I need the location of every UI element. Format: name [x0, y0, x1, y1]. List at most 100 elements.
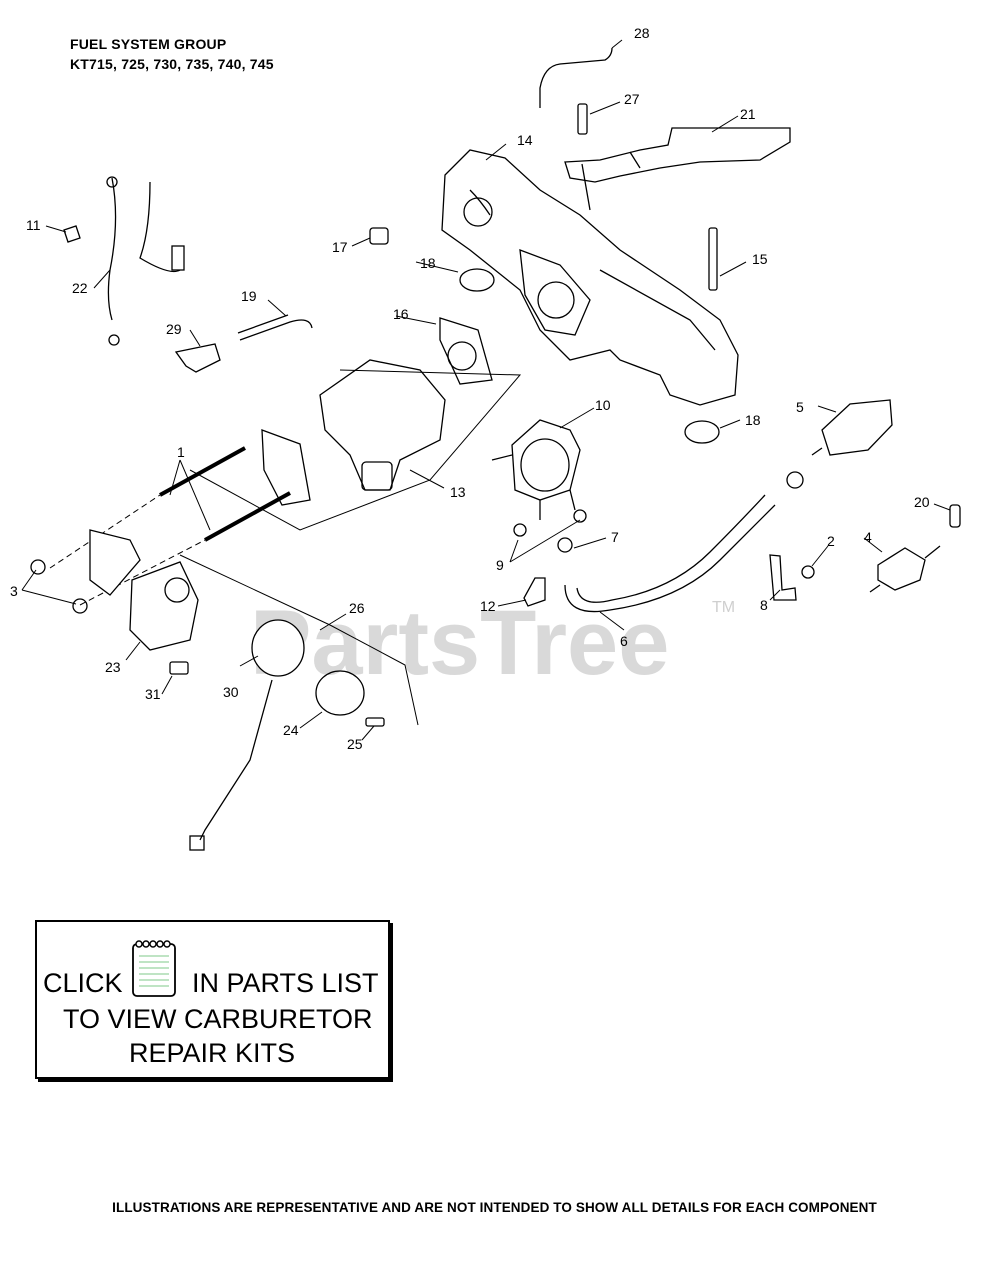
part-carb-gasket — [261, 429, 311, 506]
part-12-elbow — [523, 577, 546, 607]
callout-12: 12 — [480, 598, 496, 614]
callout-13: 13 — [450, 484, 466, 500]
callout-14: 14 — [517, 132, 533, 148]
callout-31: 31 — [145, 686, 161, 702]
part-30-wire — [199, 679, 273, 841]
part-3-nut-lower — [72, 598, 88, 614]
part-17-spacer — [369, 227, 389, 245]
part-3-nut-upper — [30, 559, 46, 575]
callout-28: 28 — [634, 25, 650, 41]
part-2-screw — [801, 565, 815, 579]
callout-27: 27 — [624, 91, 640, 107]
part-26-group-outline — [179, 554, 419, 726]
watermark-tm: TM — [712, 599, 735, 616]
notice-in-parts-list: IN PARTS LIST — [192, 968, 379, 998]
notice-click: CLICK — [43, 968, 123, 998]
callout-10: 10 — [595, 397, 611, 413]
part-4-stems — [869, 545, 941, 593]
part-14-manifold — [441, 149, 739, 406]
callout-29: 29 — [166, 321, 182, 337]
callout-19: 19 — [241, 288, 257, 304]
callout-22: 22 — [72, 280, 88, 296]
part-10-pump-face — [520, 438, 570, 492]
callout-21: 21 — [740, 106, 756, 122]
callout-11: 11 — [26, 217, 41, 233]
part-11-screw — [63, 225, 81, 243]
title-line-1: FUEL SYSTEM GROUP — [70, 36, 227, 52]
part-29-fitting — [174, 343, 221, 373]
callout-25: 25 — [347, 736, 363, 752]
callout-1: 1 — [177, 444, 185, 460]
part-5-stem — [811, 447, 823, 456]
disclaimer-footer: ILLUSTRATIONS ARE REPRESENTATIVE AND ARE… — [112, 1200, 877, 1215]
part-30-connector — [189, 835, 205, 851]
callout-20: 20 — [914, 494, 930, 510]
part-1-dashed — [49, 494, 206, 606]
callout-2: 2 — [827, 533, 835, 549]
part-30-solenoid — [251, 619, 305, 677]
callout-17: 17 — [332, 239, 348, 255]
callout-18-upper: 18 — [420, 255, 436, 271]
part-31-bolt — [169, 661, 189, 675]
callout-6: 6 — [620, 633, 628, 649]
part-27-screw — [577, 103, 588, 135]
diagram-title: FUEL SYSTEM GROUP KT715, 725, 730, 735, … — [70, 34, 274, 74]
carburetor-kits-notice: CLICK IN PARTS LIST TO VIEW CARBURETOR R… — [35, 920, 390, 1079]
part-bracket — [89, 529, 141, 596]
notice-line-3: REPAIR KITS — [129, 1038, 296, 1068]
part-15-bolt — [708, 227, 718, 291]
part-13-bowl — [361, 461, 393, 491]
part-clamp — [786, 471, 804, 489]
part-5-filter — [821, 399, 893, 456]
part-10-lines — [491, 454, 576, 520]
part-14-port — [463, 197, 493, 227]
callout-4: 4 — [864, 529, 872, 545]
callout-26: 26 — [349, 600, 365, 616]
part-22-harness — [107, 177, 181, 321]
callout-18-lower: 18 — [745, 412, 761, 428]
part-9-screw-a — [513, 523, 527, 537]
part-10-pump — [511, 419, 581, 501]
part-18-gasket-lower — [684, 420, 720, 444]
part-8-clip — [769, 554, 797, 601]
part-16-gasket — [439, 317, 493, 385]
part-24-gasket — [315, 670, 365, 716]
part-25-screw — [365, 717, 385, 727]
notice-line-2: TO VIEW CARBURETOR — [63, 1004, 373, 1034]
callout-30: 30 — [223, 684, 239, 700]
callout-5: 5 — [796, 399, 804, 415]
part-drawings — [30, 47, 961, 851]
part-20-fitting — [949, 504, 961, 528]
part-4-filter — [877, 547, 926, 591]
part-16-hole — [447, 341, 477, 371]
callout-16: 16 — [393, 306, 409, 322]
part-14-port-2 — [537, 281, 575, 319]
part-7-clamp — [557, 537, 573, 553]
leader-lines — [21, 39, 951, 741]
part-6-hose — [564, 494, 776, 613]
part-1-stud-lower — [204, 491, 291, 542]
part-22-terminal-bottom — [108, 334, 120, 346]
callout-8: 8 — [760, 597, 768, 613]
part-9-screw-b — [573, 509, 587, 523]
callout-3: 3 — [10, 583, 18, 599]
part-23-bracket — [129, 561, 199, 651]
part-19-hose — [237, 314, 313, 341]
title-line-2: KT715, 725, 730, 735, 740, 745 — [70, 56, 274, 72]
part-13-carburetor — [319, 359, 446, 491]
part-23-hole — [164, 577, 190, 603]
part-28-line — [539, 47, 613, 108]
part-22-terminal-top — [106, 176, 118, 188]
callout-15: 15 — [752, 251, 768, 267]
callout-23: 23 — [105, 659, 121, 675]
callout-7: 7 — [611, 529, 619, 545]
callout-24: 24 — [283, 722, 299, 738]
part-14-inner — [469, 189, 716, 351]
watermark-text: PartsTree — [250, 592, 669, 694]
part-21-detail — [581, 151, 641, 211]
part-21-lever — [564, 127, 791, 183]
part-18-gasket-upper — [459, 268, 495, 292]
part-1-stud-upper — [159, 446, 246, 497]
callout-labels: 1 2 3 4 5 6 7 8 9 10 11 12 13 14 15 16 1… — [10, 25, 930, 752]
